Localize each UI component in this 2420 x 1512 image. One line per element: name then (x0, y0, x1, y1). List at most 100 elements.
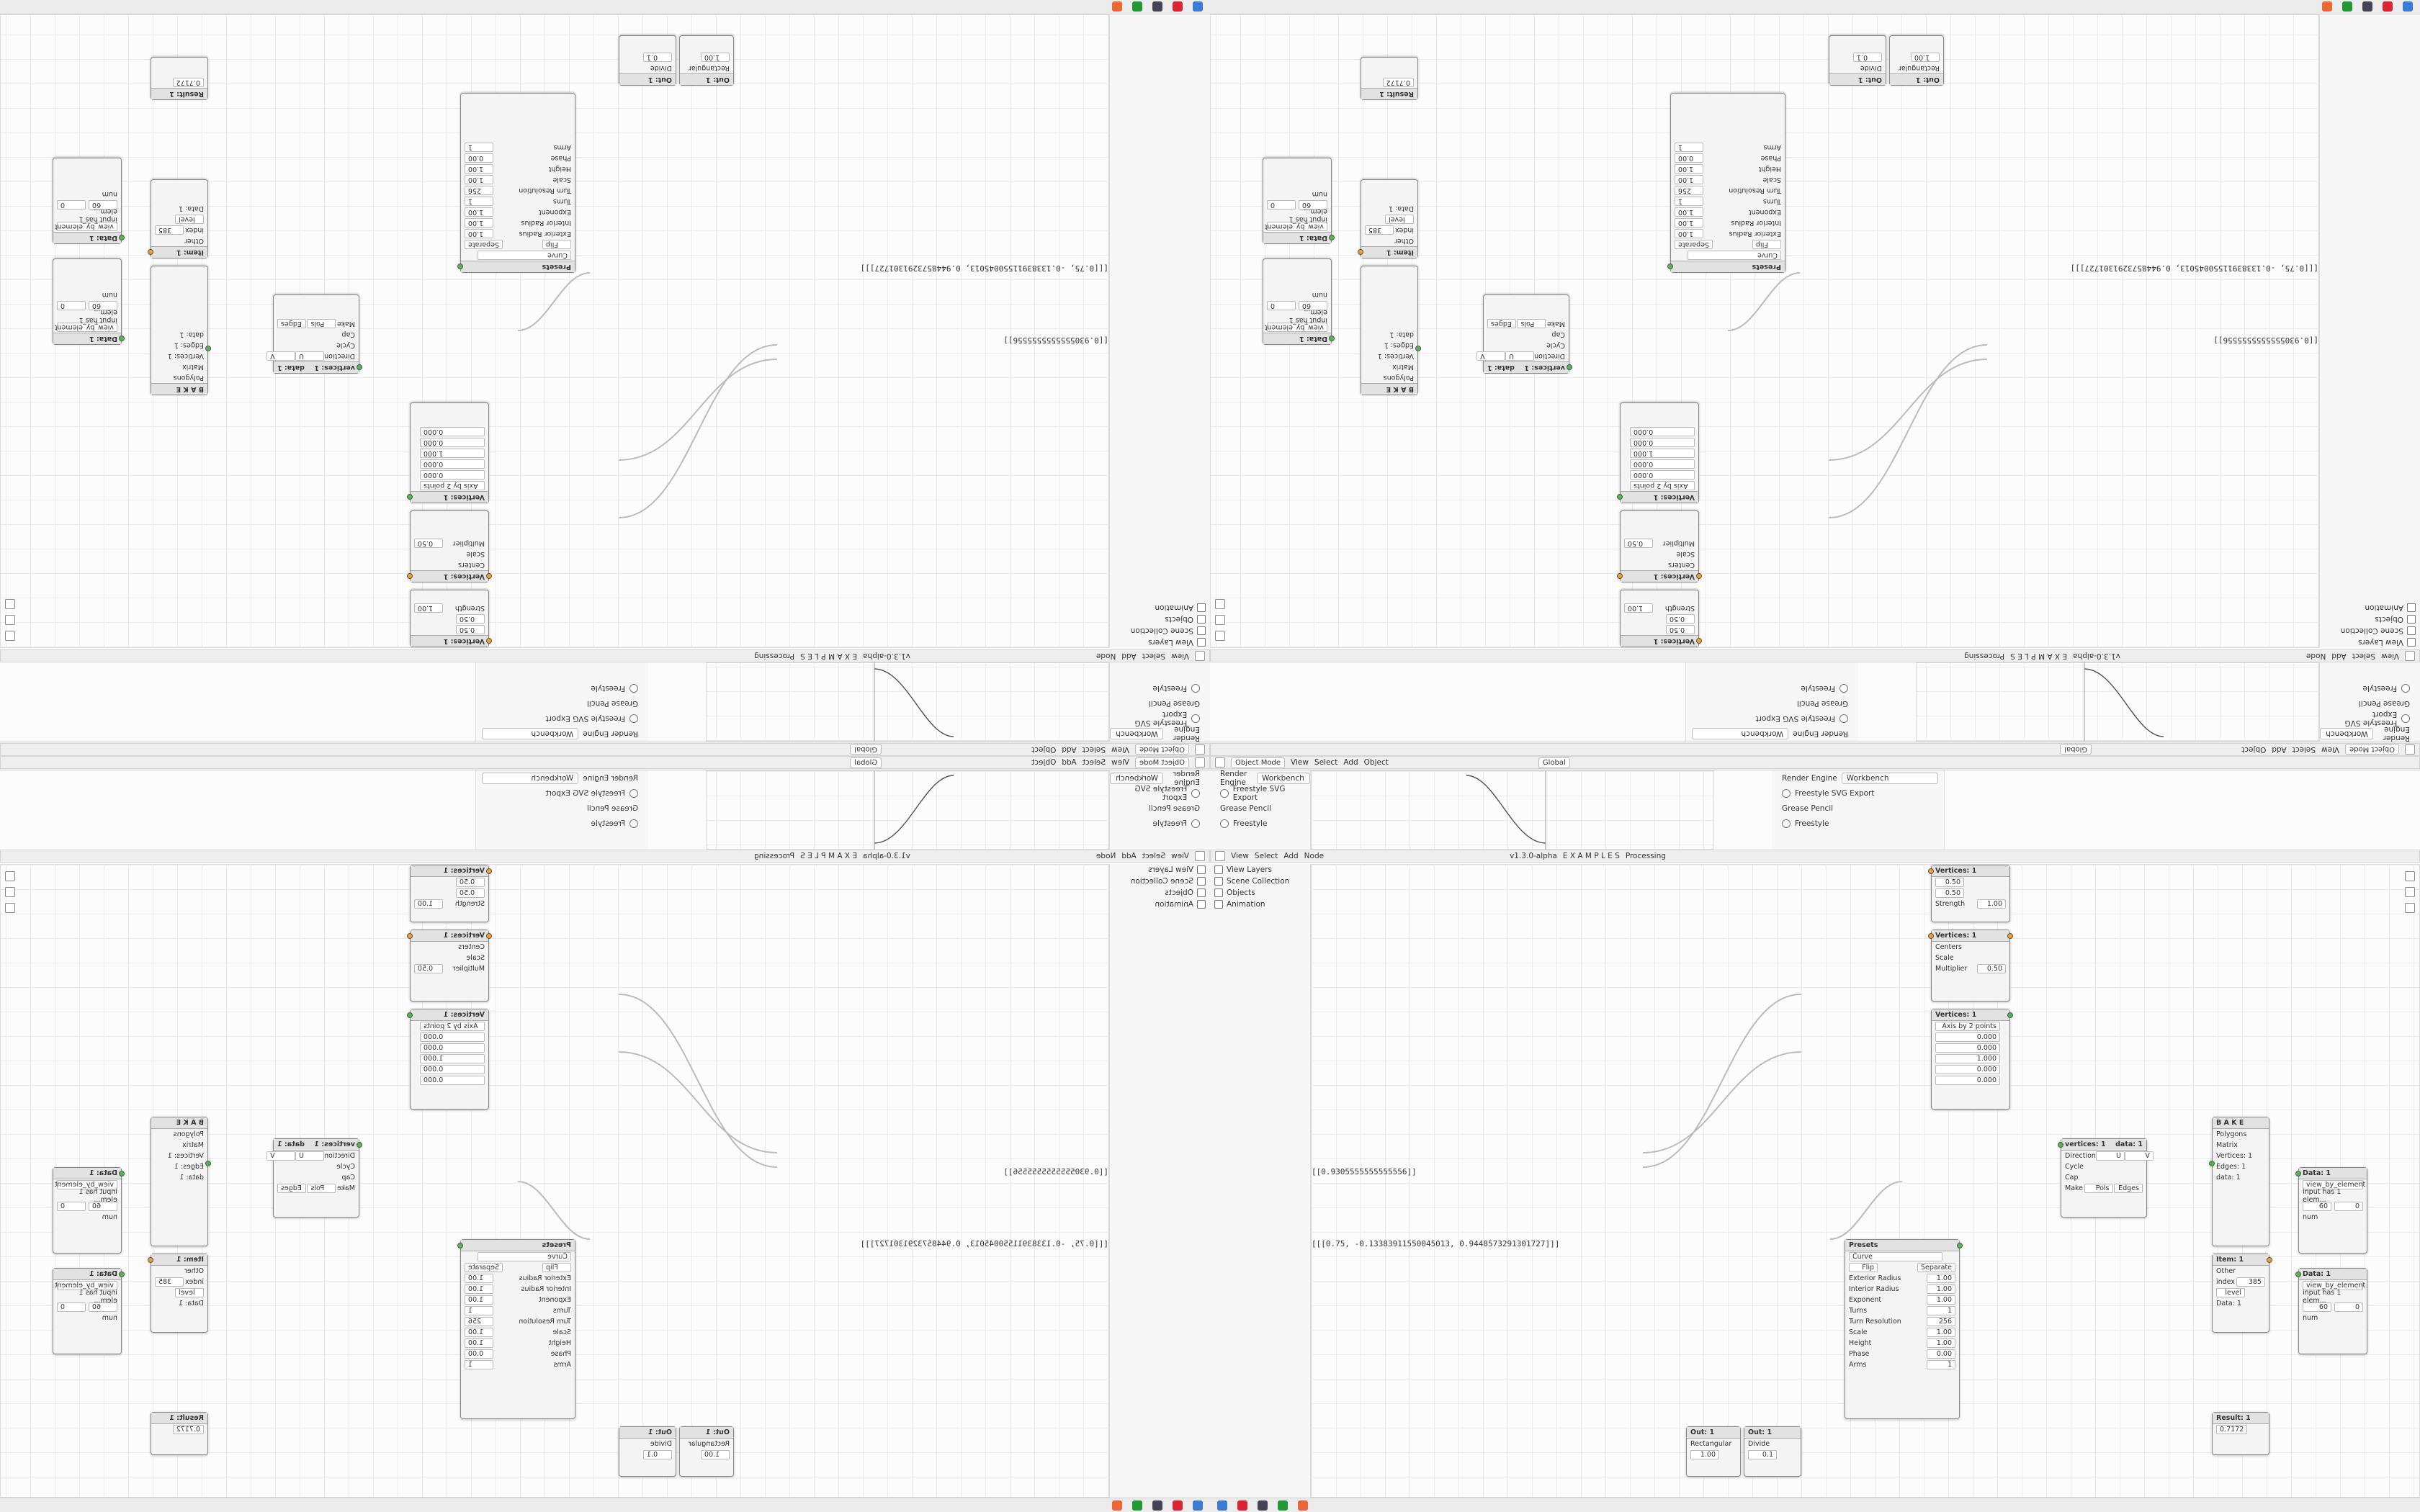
viewport-3d[interactable] (1311, 770, 1714, 850)
node-editor-canvas[interactable]: [[0.9305555555555556]] [[[0.75, -0.13383… (0, 14, 1109, 648)
flip-toggle[interactable]: Flip (1849, 1263, 1878, 1272)
input-socket[interactable] (205, 346, 211, 351)
bake-node[interactable]: B A K E Polygons Matrix Vertices: 1 Edge… (2209, 1117, 2269, 1246)
freestyle-svg-row-right[interactable]: Freestyle SVG Export (476, 786, 648, 801)
node-menu-node[interactable]: Node (1095, 852, 1116, 860)
tool-select-icon[interactable] (5, 871, 15, 881)
axis-select[interactable]: Axis by 2 points (420, 481, 485, 490)
divide-node[interactable]: Out: 1 Divide 0.1 (1744, 1426, 1801, 1477)
freestyle-svg-row[interactable]: Freestyle SVG Export (1110, 785, 1210, 802)
node-menu-view[interactable]: View (2381, 652, 2399, 660)
input-socket[interactable] (119, 235, 125, 240)
editor-type-icon[interactable] (2405, 744, 2415, 755)
input-socket[interactable] (1415, 346, 1421, 351)
value-field[interactable]: 0.000 (420, 427, 485, 436)
value-field[interactable]: 0.000 (1630, 459, 1695, 469)
render-engine-select-right[interactable]: Workbench (1692, 728, 1789, 740)
outliner-animation[interactable]: Animation (1110, 899, 1210, 910)
freestyle-svg-checkbox[interactable] (2401, 714, 2410, 724)
blender-icon[interactable] (1217, 1500, 1227, 1511)
rect-field[interactable]: 1.00 (1690, 1450, 1719, 1459)
rectangular-node[interactable]: Out: 1 Rectangular 1.00 (679, 1426, 734, 1477)
param-field[interactable]: 1 (1675, 143, 1703, 152)
grease-pencil-row[interactable]: Grease Pencil (1110, 696, 1210, 711)
input-socket[interactable] (119, 1272, 125, 1277)
mode-selector[interactable]: Object Mode (1135, 744, 1189, 755)
viewer-node[interactable]: Data: 1 view_by_element input has 1 elem… (53, 1167, 125, 1254)
freestyle-checkbox-right[interactable] (629, 684, 638, 693)
value-field[interactable]: 1.000 (420, 449, 485, 458)
param-field[interactable]: 1.00 (1675, 207, 1703, 217)
vector-in-node[interactable]: Vertices: 1 Axis by 2 points 0.000 0.000… (1617, 402, 1699, 503)
input-socket[interactable] (119, 336, 125, 341)
level-field[interactable]: level (2216, 1288, 2245, 1297)
orientation-selector[interactable]: Global (1538, 757, 1570, 768)
menu-select[interactable]: Select (1314, 758, 1338, 767)
param-field[interactable]: 256 (1675, 186, 1703, 195)
outliner-scene-collection[interactable]: Scene Collection (1110, 876, 1210, 887)
viewer-node-2[interactable]: Data: 1 view_by_element input has 1 elem… (53, 1268, 125, 1354)
param-field[interactable]: 1.00 (1675, 175, 1703, 184)
outliner-view-layers[interactable]: View Layers (1110, 864, 1210, 876)
viewer-value-2[interactable]: 0 (57, 1302, 86, 1312)
input-socket[interactable] (1696, 573, 1702, 579)
param-field[interactable]: 0.00 (465, 1349, 493, 1359)
editor-type-icon[interactable] (1195, 757, 1205, 768)
v-toggle[interactable]: V (1476, 351, 1506, 361)
value-field[interactable]: 0.000 (420, 1043, 485, 1053)
freestyle-row-right[interactable]: Freestyle (476, 681, 648, 696)
freestyle-row[interactable]: Freestyle (1110, 681, 1210, 696)
viewer-node-2[interactable]: Data: 1 view_by_element input has 1 elem… (1263, 158, 1335, 244)
node-editor-canvas[interactable]: [[0.9305555555555556]] [[[0.75, -0.13383… (1210, 14, 2319, 648)
freestyle-svg-row[interactable]: Freestyle SVG Export (1210, 785, 1310, 802)
divide-field[interactable]: 0.1 (1853, 53, 1882, 62)
outliner-animation[interactable]: Animation (1210, 899, 1310, 910)
input-socket[interactable] (486, 933, 492, 939)
multiplier-field[interactable]: 0.50 (414, 964, 443, 973)
render-engine-select-right[interactable]: Workbench (482, 728, 579, 740)
menu-add[interactable]: Add (1343, 758, 1358, 767)
value-field[interactable]: 0.50 (1666, 625, 1695, 634)
save-icon[interactable] (1152, 1500, 1162, 1511)
freestyle-checkbox-right[interactable] (1782, 819, 1791, 828)
param-field[interactable]: 1.00 (465, 175, 493, 184)
settings-icon[interactable] (2322, 1, 2332, 12)
outliner-animation[interactable]: Animation (1110, 602, 1210, 613)
param-field[interactable]: 1 (1927, 1360, 1955, 1369)
separate-toggle[interactable]: Separate (465, 240, 503, 249)
settings-icon[interactable] (1112, 1, 1122, 12)
separate-toggle[interactable]: Separate (1675, 240, 1713, 249)
flip-toggle[interactable]: Flip (542, 240, 571, 249)
outliner-objects[interactable]: Objects (1110, 887, 1210, 899)
output-socket[interactable] (407, 573, 413, 579)
viewer-value[interactable]: 0 (1267, 301, 1296, 310)
freestyle-svg-row-right[interactable]: Freestyle SVG Export (476, 711, 648, 726)
param-field[interactable]: 1.00 (465, 1295, 493, 1305)
param-field[interactable]: 0.00 (1927, 1349, 1955, 1359)
output-socket[interactable] (2007, 933, 2013, 939)
outliner-scene-collection[interactable]: Scene Collection (2320, 625, 2420, 636)
param-field[interactable]: 1.00 (1675, 164, 1703, 174)
value-field[interactable]: 0.50 (456, 614, 485, 624)
output-socket[interactable] (407, 494, 413, 500)
result-node[interactable]: Result: 1 0.7172 (151, 57, 208, 100)
save-icon[interactable] (1258, 1500, 1268, 1511)
input-socket[interactable] (486, 573, 492, 579)
level-field[interactable]: level (175, 1288, 204, 1297)
node-menu-add[interactable]: Add (2331, 652, 2347, 660)
freestyle-checkbox[interactable] (2401, 684, 2410, 693)
output-socket[interactable] (1957, 1243, 1963, 1248)
viewer-value[interactable]: 60 (1299, 301, 1327, 310)
value-field[interactable]: 0.50 (1935, 878, 1964, 887)
param-field[interactable]: 1 (465, 197, 493, 206)
param-field[interactable]: 1.00 (465, 1284, 493, 1294)
input-socket[interactable] (486, 638, 492, 644)
